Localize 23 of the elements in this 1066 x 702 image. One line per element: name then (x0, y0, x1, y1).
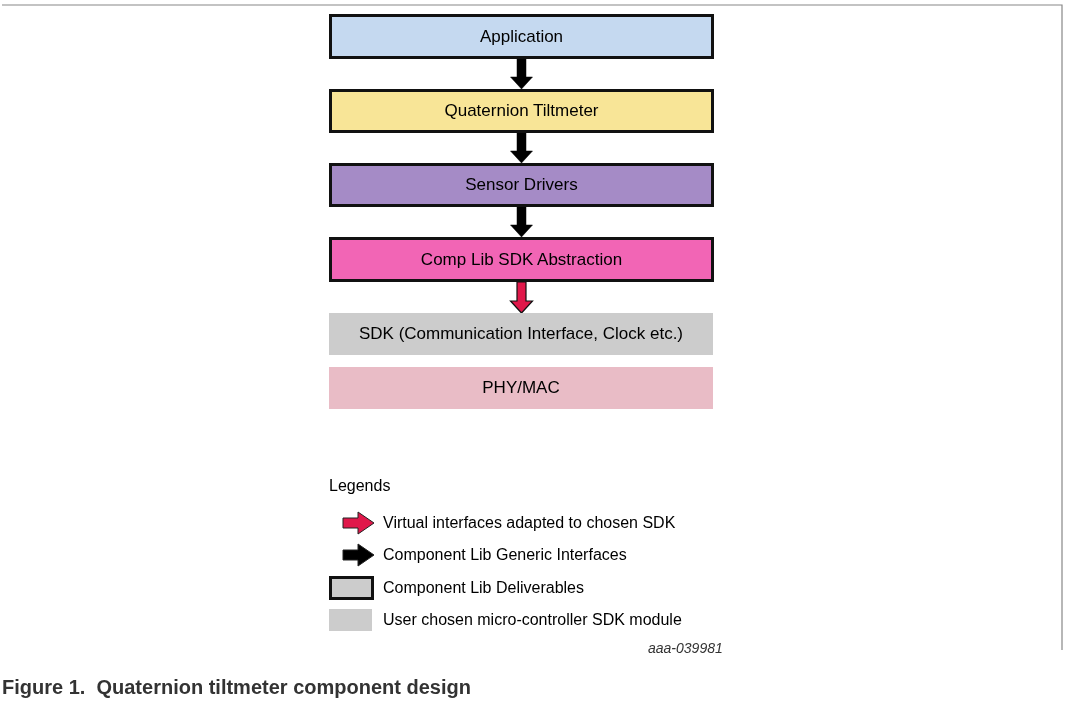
legend-label: User chosen micro-controller SDK module (383, 611, 682, 629)
box-label: Application (479, 26, 564, 47)
box-label: Sensor Drivers (465, 175, 578, 195)
box-label: Quaternion Tiltmeter (444, 101, 599, 121)
component-box (329, 14, 714, 59)
block-arrow (509, 281, 534, 314)
legend-label: Component Lib Deliverables (383, 579, 584, 597)
legend-heading: Legends (329, 477, 391, 495)
box-label: Comp Lib SDK Abstraction (420, 249, 623, 270)
block-arrow (510, 58, 533, 90)
figure-caption: Figure 1. Quaternion tiltmeter component design (2, 676, 471, 699)
component-box (329, 237, 714, 282)
legend-label: Virtual interfaces adapted to chosen SDK (383, 514, 676, 532)
module-box (329, 367, 713, 409)
box-label: SDK (Communication Interface, Clock etc.) (358, 324, 684, 344)
figure-id: aaa-039981 (648, 640, 723, 656)
box-label: PHY/MAC (482, 378, 560, 398)
module-box (329, 313, 713, 355)
legend-label: Component Lib Generic Interfaces (383, 546, 627, 564)
block-arrow (510, 132, 533, 164)
component-box (329, 89, 714, 133)
block-arrow (510, 206, 533, 238)
component-box (329, 163, 714, 207)
